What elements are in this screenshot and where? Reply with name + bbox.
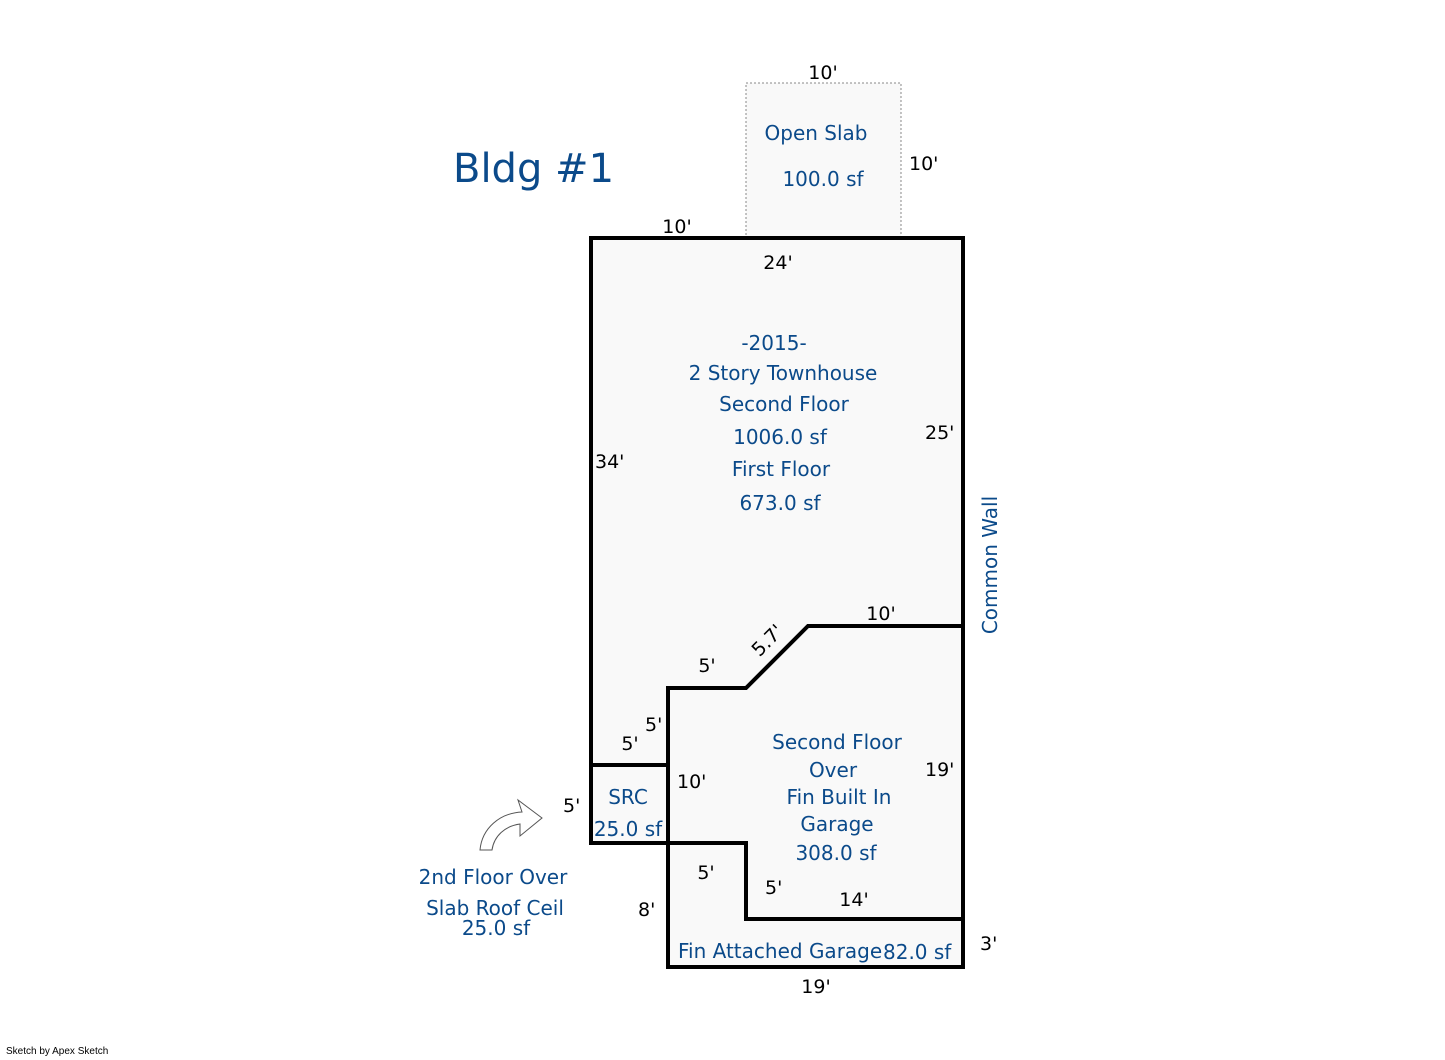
notch-wall xyxy=(666,624,965,690)
dim-left: 34' xyxy=(595,451,624,473)
open-slab-label: Open Slab xyxy=(765,121,868,145)
dim-open-slab-right: 10' xyxy=(909,153,938,175)
main-area-fill xyxy=(591,238,963,765)
garage-over-fill xyxy=(668,626,963,919)
garage-over-line3: Fin Built In xyxy=(787,785,892,809)
src-fill xyxy=(591,765,668,843)
dim-right-upper: 25' xyxy=(925,422,954,444)
callout-line2: Slab Roof Ceil xyxy=(426,896,564,920)
attached-garage-area: 82.0 sf xyxy=(883,940,952,964)
dim-src-left: 5' xyxy=(563,795,580,817)
dim-src-right: 10' xyxy=(677,771,706,793)
outer-wall xyxy=(589,236,965,969)
garage-over-line4: Garage xyxy=(800,812,873,836)
dim-top: 24' xyxy=(763,252,792,274)
attached-garage-label: Fin Attached Garage xyxy=(678,939,882,963)
garage-over-area: 308.0 sf xyxy=(795,841,877,865)
main-second-area: 1006.0 sf xyxy=(733,425,828,449)
dim-step-vertical: 5' xyxy=(645,714,662,736)
dim-bottom: 19' xyxy=(801,976,830,998)
attached-garage-fill xyxy=(668,843,963,967)
src-area: 25.0 sf xyxy=(594,817,663,841)
building-title: Bldg #1 xyxy=(453,146,614,192)
walls xyxy=(589,236,965,969)
dim-step-horizontal: 5' xyxy=(698,655,715,677)
footer-credit: Sketch by Apex Sketch xyxy=(6,1046,109,1057)
src-label: SRC xyxy=(608,785,648,809)
src-bottom-wall xyxy=(589,841,965,921)
callout-line1: 2nd Floor Over xyxy=(419,865,568,889)
garage-over-line1: Second Floor xyxy=(772,730,902,754)
open-slab-area xyxy=(745,82,902,239)
garage-over-line2: Over xyxy=(809,758,858,782)
main-first-area: 673.0 sf xyxy=(739,491,821,515)
main-first-floor: First Floor xyxy=(732,457,831,481)
dim-right-lower: 19' xyxy=(925,759,954,781)
common-wall-label: Common Wall xyxy=(978,496,1002,634)
open-slab-area-label: 100.0 sf xyxy=(782,167,864,191)
callout-area: 25.0 sf xyxy=(462,916,531,940)
dim-garage-inner: 14' xyxy=(839,889,868,911)
main-second-floor: Second Floor xyxy=(719,392,849,416)
dim-src-top: 5' xyxy=(621,733,638,755)
dim-garage-step-vertical: 5' xyxy=(765,877,782,899)
main-type: 2 Story Townhouse xyxy=(689,361,878,385)
curved-arrow-icon xyxy=(479,798,543,851)
dim-garage-right: 3' xyxy=(980,933,997,955)
dim-garage-left: 8' xyxy=(638,899,655,921)
main-year: -2015- xyxy=(741,331,806,355)
dim-open-slab-top: 10' xyxy=(808,62,837,84)
dim-top-left: 10' xyxy=(662,216,691,238)
dim-notch-top: 10' xyxy=(866,603,895,625)
dim-garage-step-top: 5' xyxy=(697,862,714,884)
